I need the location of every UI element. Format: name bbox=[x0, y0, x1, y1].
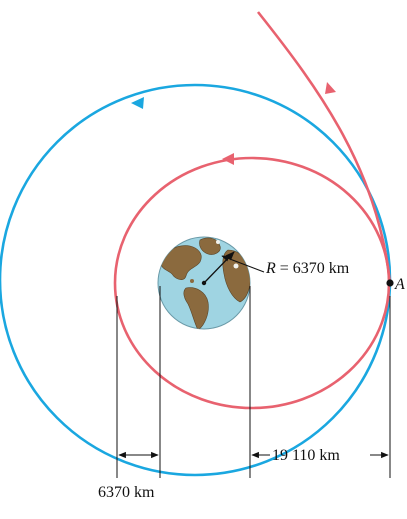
earth bbox=[157, 236, 251, 330]
north-america-landmass bbox=[159, 245, 202, 280]
dim-left-label: 6370 km bbox=[98, 484, 155, 501]
outer-orbit-arrow bbox=[131, 97, 144, 109]
south-america-landmass bbox=[183, 287, 209, 329]
inner-orbit-arrow bbox=[222, 153, 234, 165]
point-a-marker bbox=[386, 279, 394, 287]
greenland-landmass bbox=[199, 237, 221, 255]
radius-label: R = 6370 km bbox=[265, 260, 350, 277]
approach-path bbox=[256, 11, 392, 284]
dim-right-label: 19 110 km bbox=[272, 447, 340, 464]
approach-path-arrow bbox=[325, 82, 336, 94]
point-a-label: A bbox=[394, 276, 405, 293]
radius-leader-line bbox=[221, 255, 265, 273]
inner-orbit bbox=[113, 156, 391, 410]
